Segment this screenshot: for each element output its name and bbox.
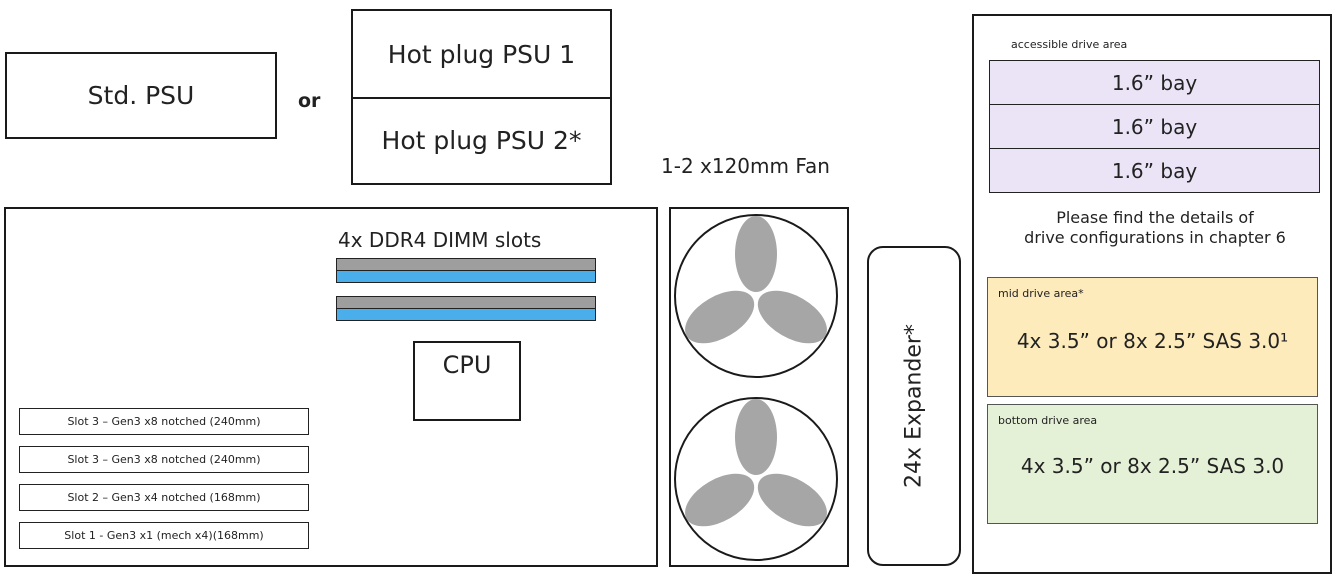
hot-plug-psu-block: Hot plug PSU 1 Hot plug PSU 2*	[351, 9, 612, 185]
hot-plug-psu-1-label: Hot plug PSU 1	[387, 39, 576, 69]
bottom-drive-area: bottom drive area 4x 3.5” or 8x 2.5” SAS…	[987, 404, 1318, 524]
drive-bay-label: 1.6” bay	[1111, 70, 1198, 95]
pcie-slot-label: Slot 3 – Gen3 x8 notched (240mm)	[67, 453, 261, 466]
dimm-slots-label: 4x DDR4 DIMM slots	[338, 228, 542, 252]
drive-bay-label: 1.6” bay	[1111, 114, 1198, 139]
fan-1-icon	[674, 214, 838, 378]
drive-bay-1: 1.6” bay	[989, 60, 1320, 105]
cpu-label: CPU	[442, 351, 492, 379]
drive-config-note: Please find the details of drive configu…	[988, 208, 1322, 248]
expander: 24x Expander*	[867, 246, 961, 566]
dimm-slot-b	[337, 271, 595, 282]
dimm-slot-d	[337, 309, 595, 320]
pcie-slot-label: Slot 1 - Gen3 x1 (mech x4)(168mm)	[64, 529, 264, 542]
expander-label: 24x Expander*	[901, 324, 927, 488]
fan-panel	[669, 207, 849, 567]
or-label: or	[298, 90, 321, 112]
mid-drive-area: mid drive area* 4x 3.5” or 8x 2.5” SAS 3…	[987, 277, 1318, 397]
dimm-slot-c	[337, 297, 595, 309]
fan-2-icon	[674, 397, 838, 561]
drive-config-note-line-2: drive configurations in chapter 6	[1024, 228, 1286, 247]
bottom-drive-area-config: 4x 3.5” or 8x 2.5” SAS 3.0	[1020, 454, 1285, 478]
pcie-slot-1: Slot 1 - Gen3 x1 (mech x4)(168mm)	[19, 522, 309, 549]
pcie-slot-label: Slot 3 – Gen3 x8 notched (240mm)	[67, 415, 261, 428]
bottom-drive-area-label: bottom drive area	[998, 414, 1098, 427]
dimm-slot-pair-1	[336, 258, 596, 283]
drive-bay-2: 1.6” bay	[989, 104, 1320, 149]
drive-config-note-line-1: Please find the details of	[1056, 208, 1254, 227]
standard-psu-label: Std. PSU	[87, 81, 195, 110]
drive-bay-3: 1.6” bay	[989, 148, 1320, 193]
hot-plug-psu-1: Hot plug PSU 1	[353, 11, 610, 99]
pcie-slot-3a: Slot 3 – Gen3 x8 notched (240mm)	[19, 408, 309, 435]
dimm-slot-a	[337, 259, 595, 271]
standard-psu: Std. PSU	[5, 52, 277, 139]
hot-plug-psu-2: Hot plug PSU 2*	[353, 97, 610, 183]
accessible-drive-area-label: accessible drive area	[1011, 38, 1128, 51]
pcie-slot-label: Slot 2 – Gen3 x4 notched (168mm)	[67, 491, 261, 504]
pcie-slot-3b: Slot 3 – Gen3 x8 notched (240mm)	[19, 446, 309, 473]
mid-drive-area-label: mid drive area*	[998, 287, 1084, 300]
drive-bay-label: 1.6” bay	[1111, 158, 1198, 183]
dimm-slot-pair-2	[336, 296, 596, 321]
hot-plug-psu-2-label: Hot plug PSU 2*	[381, 125, 582, 155]
cpu: CPU	[413, 341, 521, 421]
fan-label: 1-2 x120mm Fan	[661, 154, 830, 178]
pcie-slot-2: Slot 2 – Gen3 x4 notched (168mm)	[19, 484, 309, 511]
fans-graphic	[674, 214, 838, 561]
mid-drive-area-config: 4x 3.5” or 8x 2.5” SAS 3.0¹	[1016, 329, 1289, 353]
